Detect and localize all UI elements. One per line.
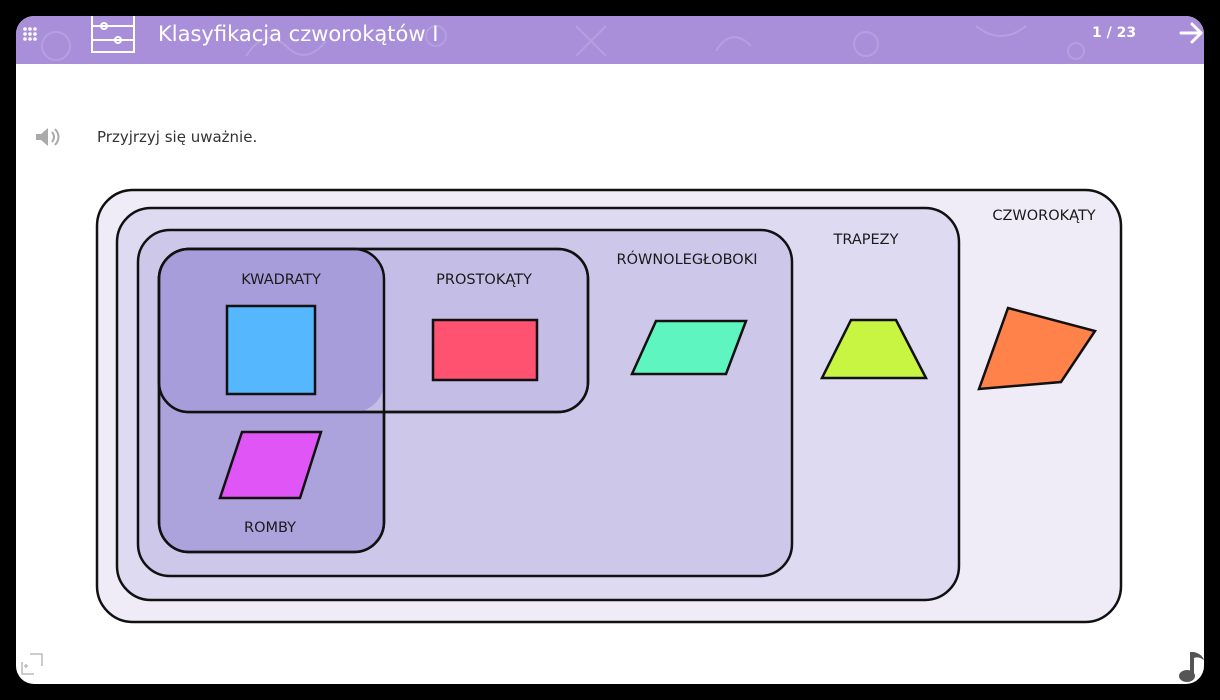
speaker-icon[interactable]	[34, 126, 62, 148]
quadrilateral-shape	[977, 306, 1098, 391]
menu-grid-icon[interactable]	[20, 24, 40, 44]
label-rownoleglooboki: RÓWNOLEGŁOBOKI	[616, 252, 758, 268]
app-window: Klasyfikacja czworokątów I 1 / 23 Przyjr…	[16, 16, 1204, 684]
trapezoid-shape	[819, 318, 929, 380]
square-shape	[225, 304, 317, 396]
rectangle-shape	[431, 318, 539, 382]
music-note-icon[interactable]	[1176, 648, 1204, 684]
page-counter: 1 / 23	[1092, 25, 1137, 41]
quadrilateral-venn-diagram	[95, 188, 1123, 624]
instruction-text: Przyjrzyj się uważnie.	[97, 128, 258, 146]
lesson-title: Klasyfikacja czworokątów I	[158, 22, 439, 46]
parallelogram-shape	[630, 319, 748, 376]
expand-icon[interactable]	[18, 650, 44, 678]
label-trapezy: TRAPEZY	[833, 232, 899, 248]
label-czworokaty: CZWOROKĄTY	[992, 208, 1096, 224]
label-prostokaty: PROSTOKĄTY	[436, 272, 532, 288]
rhombus-shape	[218, 430, 323, 500]
label-kwadraty: KWADRATY	[241, 272, 321, 288]
arrow-right-icon[interactable]	[1178, 20, 1204, 46]
header-background-pattern	[41, 25, 1085, 61]
label-romby: ROMBY	[243, 520, 297, 536]
top-bar: Klasyfikacja czworokątów I 1 / 23	[16, 16, 1204, 64]
abacus-icon	[91, 16, 135, 53]
